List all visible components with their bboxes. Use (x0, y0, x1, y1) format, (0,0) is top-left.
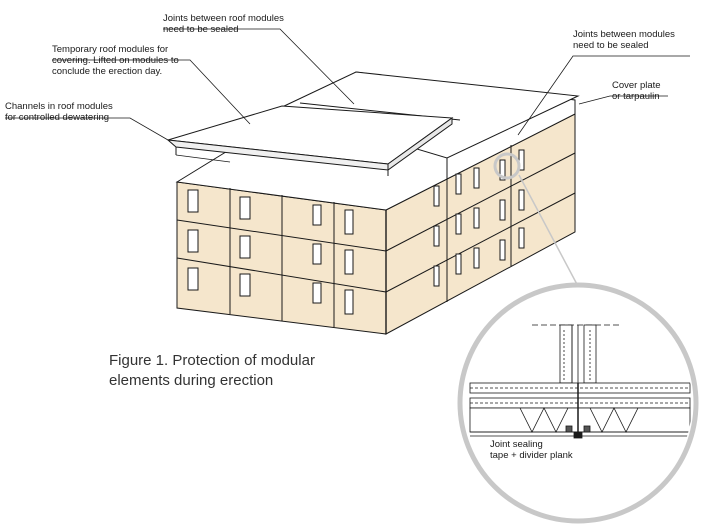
callout-joint-sealing: Joint sealing tape + divider plank (490, 439, 573, 461)
figure-caption: Figure 1. Protection of modular elements… (109, 352, 315, 389)
side-windows (433, 149, 525, 287)
leader-lines (5, 28, 690, 453)
callout-roof-joints: Joints between roof modules need to be s… (163, 13, 284, 35)
joint-detail-magnifier (457, 282, 699, 524)
callout-module-joints: Joints between modules need to be sealed (573, 29, 675, 51)
temporary-roof-module (166, 105, 454, 176)
detail-marker (493, 152, 521, 180)
callout-channels: Channels in roof modules for controlled … (5, 101, 113, 123)
callout-temporary-roof: Temporary roof modules for covering. Lif… (52, 44, 179, 77)
front-windows (187, 189, 354, 315)
callout-cover-plate: Cover plate or tarpaulin (612, 80, 661, 102)
